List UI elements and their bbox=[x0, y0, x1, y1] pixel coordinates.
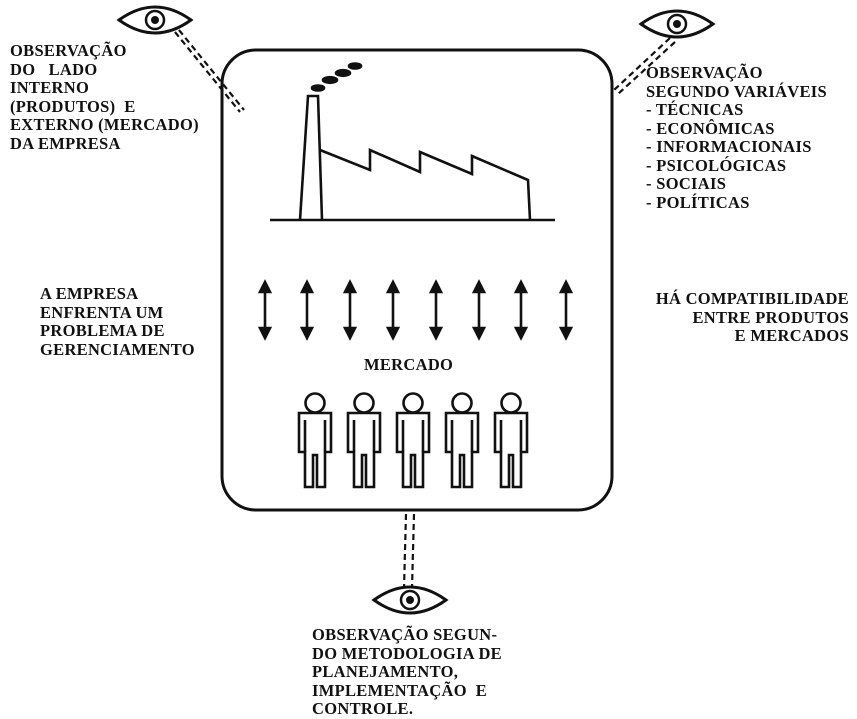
double-arrow-icon bbox=[471, 279, 487, 341]
eye-icon bbox=[371, 585, 449, 615]
note-line: OBSERVAÇÃO SEGUN- bbox=[312, 625, 498, 644]
note-line: DA EMPRESA bbox=[10, 133, 121, 153]
note-top-right: OBSERVAÇÃO SEGUNDO VARIÁVEIS - TÉCNICAS … bbox=[646, 63, 828, 212]
double-arrow-icon bbox=[342, 279, 358, 341]
note-mid-left: A EMPRESA ENFRENTA UM PROBLEMA DE GERENC… bbox=[40, 284, 195, 359]
note-line: SEGUNDO VARIÁVEIS bbox=[646, 81, 828, 101]
note-line: ENTRE PRODUTOS bbox=[692, 307, 849, 327]
note-line: - PSICOLÓGICAS bbox=[646, 155, 787, 175]
double-arrow-icon bbox=[299, 279, 315, 341]
person-icon bbox=[395, 392, 431, 489]
double-arrow-icon bbox=[558, 279, 574, 341]
note-line: CONTROLE. bbox=[312, 699, 414, 718]
note-line: ENFRENTA UM bbox=[40, 302, 164, 322]
note-line: DO LADO bbox=[10, 59, 98, 79]
note-top-left: OBSERVAÇÃO DO LADO INTERNO (PRODUTOS) E … bbox=[10, 41, 199, 153]
factory-icon bbox=[270, 62, 555, 222]
note-line: EXTERNO (MERCADO) bbox=[10, 115, 199, 134]
note-line: GERENCIAMENTO bbox=[40, 339, 195, 359]
note-line: HÁ COMPATIBILIDADE bbox=[655, 289, 849, 308]
market-label: MERCADO bbox=[364, 355, 454, 375]
connector-bottom bbox=[402, 513, 416, 589]
company-frame bbox=[220, 48, 614, 512]
people-group bbox=[297, 392, 529, 489]
note-line: OBSERVAÇÃO bbox=[10, 41, 127, 60]
person-icon bbox=[444, 392, 480, 489]
note-line: DO METODOLOGIA DE bbox=[312, 643, 502, 663]
connector-top-right bbox=[613, 37, 676, 95]
note-mid-right: HÁ COMPATIBILIDADE ENTRE PRODUTOS E MERC… bbox=[655, 289, 849, 346]
person-icon bbox=[346, 392, 382, 489]
note-line: INTERNO bbox=[10, 78, 90, 97]
connector-top-left bbox=[174, 29, 245, 113]
double-arrow-icon bbox=[257, 279, 273, 341]
eye-icon bbox=[116, 5, 194, 35]
eye-icon bbox=[638, 9, 716, 39]
person-icon bbox=[297, 392, 333, 489]
arrow-row bbox=[257, 279, 574, 341]
person-icon bbox=[493, 392, 529, 489]
note-line: IMPLEMENTAÇÃO E bbox=[312, 680, 487, 700]
note-line: - INFORMACIONAIS bbox=[646, 137, 812, 156]
double-arrow-icon bbox=[428, 279, 444, 341]
note-line: - SOCIAIS bbox=[646, 174, 727, 193]
note-line: OBSERVAÇÃO bbox=[646, 63, 763, 82]
double-arrow-icon bbox=[385, 279, 401, 341]
note-line: PLANEJAMENTO, bbox=[312, 662, 459, 681]
market-label-text: MERCADO bbox=[364, 355, 454, 374]
double-arrow-icon bbox=[513, 279, 529, 341]
note-line: E MERCADOS bbox=[734, 326, 849, 345]
note-bottom: OBSERVAÇÃO SEGUN- DO METODOLOGIA DE PLAN… bbox=[312, 625, 502, 719]
note-line: - TÉCNICAS bbox=[646, 100, 744, 119]
note-line: PROBLEMA DE bbox=[40, 321, 165, 340]
note-line: A EMPRESA bbox=[40, 284, 139, 303]
note-line: - ECONÔMICAS bbox=[646, 118, 775, 138]
note-line: - POLÍTICAS bbox=[646, 192, 750, 212]
note-line: (PRODUTOS) E bbox=[10, 96, 136, 116]
